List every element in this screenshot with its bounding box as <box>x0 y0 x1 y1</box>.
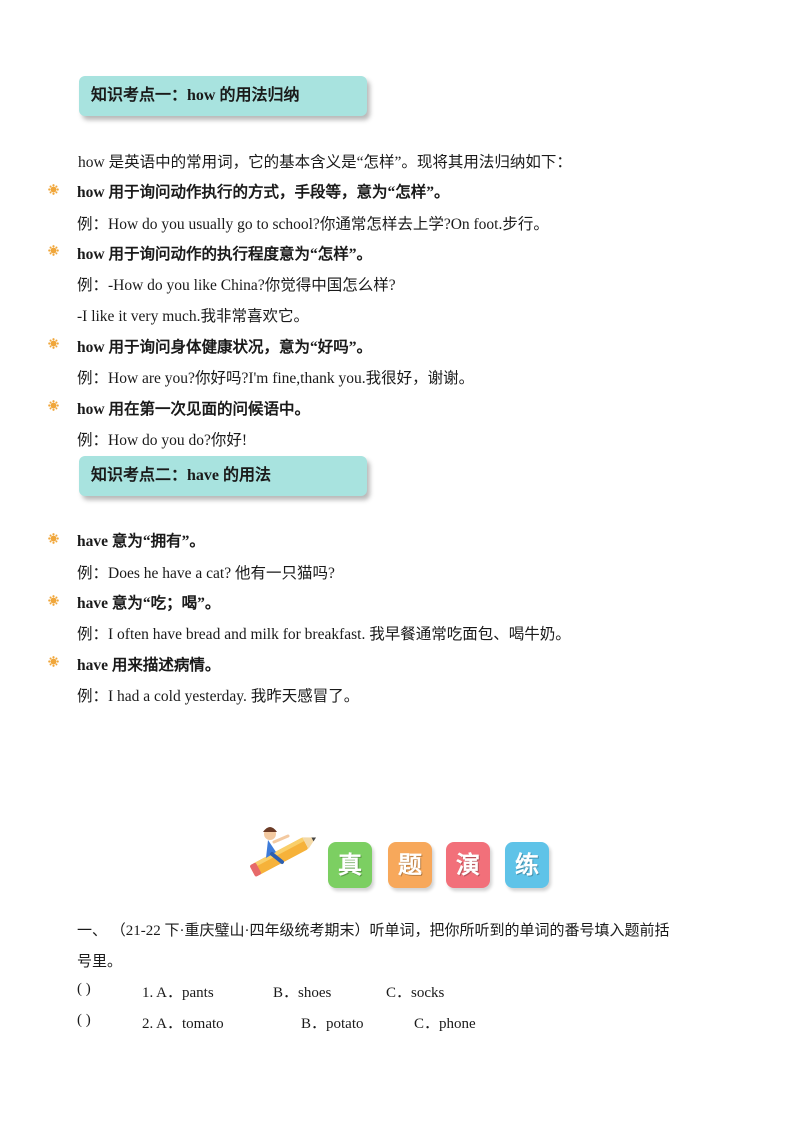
banner-tile: 练 <box>505 842 549 888</box>
point-heading: how 用于询问动作执行的方式，手段等，意为“怎样”。 <box>77 184 450 201</box>
question-option-c: C．phone <box>414 1016 476 1032</box>
example-text: 例：How do you usually go to school?你通常怎样去… <box>77 216 549 233</box>
question-option-b: B．potato <box>301 1016 364 1032</box>
bullet-icon <box>48 595 59 606</box>
bullet-icon <box>48 245 59 256</box>
example-text: 例：-How do you like China?你觉得中国怎么样? <box>77 277 396 294</box>
point-heading: how 用在第一次见面的问候语中。 <box>77 401 310 418</box>
example-text: 例：I had a cold yesterday. 我昨天感冒了。 <box>77 688 360 705</box>
example-text: -I like it very much.我非常喜欢它。 <box>77 308 310 325</box>
example-text: 例：How are you?你好吗?I'm fine,thank you.我很好… <box>77 370 475 387</box>
intro-text: how 是英语中的常用词，它的基本含义是“怎样”。现将其用法归纳如下： <box>78 154 572 171</box>
bullet-icon <box>48 338 59 349</box>
point-heading: how 用于询问身体健康状况，意为“好吗”。 <box>77 339 372 356</box>
bullet-icon <box>48 656 59 667</box>
bullet-icon <box>48 184 59 195</box>
banner-tile: 题 <box>388 842 432 888</box>
question-option-b: B．shoes <box>273 985 332 1001</box>
answer-blank[interactable]: ( ) <box>77 981 91 997</box>
section-title-have: 知识考点二：have 的用法 <box>79 456 367 496</box>
banner-tile: 真 <box>328 842 372 888</box>
point-heading: how 用于询问动作的执行程度意为“怎样”。 <box>77 246 372 263</box>
answer-blank[interactable]: ( ) <box>77 1012 91 1028</box>
bullet-icon <box>48 533 59 544</box>
point-heading: have 意为“吃；喝”。 <box>77 595 221 612</box>
point-heading: have 用来描述病情。 <box>77 657 221 674</box>
example-text: 例：Does he have a cat? 他有一只猫吗? <box>77 565 335 582</box>
banner-tile: 演 <box>446 842 490 888</box>
example-text: 例：I often have bread and milk for breakf… <box>77 626 571 643</box>
section-title-how: 知识考点一：how 的用法归纳 <box>79 76 367 116</box>
point-heading: have 意为“拥有”。 <box>77 533 205 550</box>
question-option-a: 1. A．pants <box>142 985 214 1001</box>
exercise-prompt: 号里。 <box>77 954 123 970</box>
question-option-c: C．socks <box>386 985 445 1001</box>
question-option-a: 2. A．tomato <box>142 1016 224 1032</box>
bullet-icon <box>48 400 59 411</box>
pencil-rider-icon <box>250 827 317 877</box>
exercise-prompt: 一、 （21-22 下·重庆璧山·四年级统考期末）听单词，把你所听到的单词的番号… <box>77 923 670 939</box>
example-text: 例：How do you do?你好! <box>77 432 248 449</box>
